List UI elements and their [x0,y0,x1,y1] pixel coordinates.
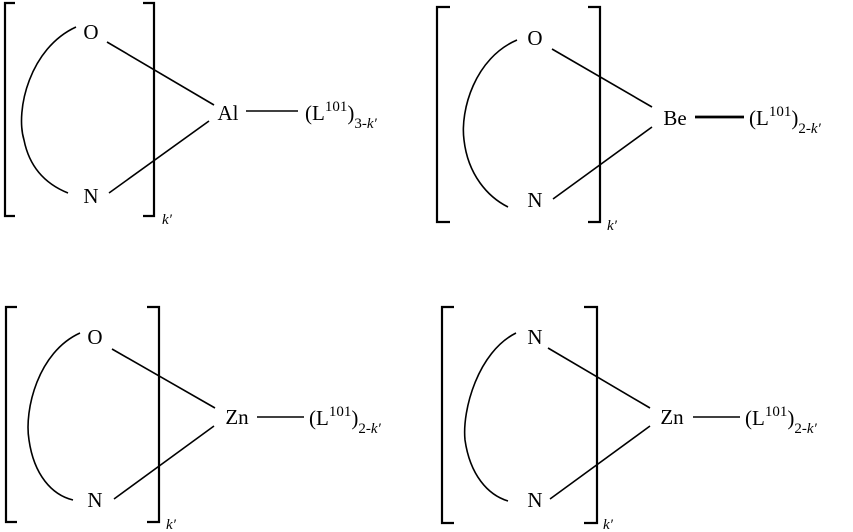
bond-top-to-metal [547,347,651,409]
left-bracket [440,305,454,525]
bond-bottom-to-metal [113,425,215,500]
donor-atom-bottom: N [83,184,98,208]
chelate-arc [27,332,81,501]
metal-atom: Zn [660,405,684,429]
chelate-arc [20,26,77,194]
metal-atom: Be [663,106,686,130]
chelate-arc [462,39,518,208]
bond-bottom-to-metal [552,126,653,200]
structure-be-complex: O N Be (L101)2-k′ k′ [435,5,821,234]
donor-atom-top: O [83,20,98,44]
bond-top-to-metal [111,348,216,409]
right-bracket [147,305,161,524]
metal-atom: Zn [225,405,249,429]
structure-zn-on-complex: O N Zn (L101)2-k′ k′ [4,305,381,532]
bond-bottom-to-metal [549,425,651,500]
donor-atom-bottom: N [527,488,542,512]
ancillary-ligand: (L101)2-k′ [745,404,817,437]
bond-top-to-metal [106,41,215,106]
bracket-subscript: k′ [162,212,173,228]
donor-atom-top: O [87,325,102,349]
metal-atom: Al [218,101,239,125]
left-bracket [3,1,15,218]
donor-atom-bottom: N [87,488,102,512]
left-bracket [4,305,17,524]
bond-top-to-metal [551,48,653,108]
bracket-subscript: k′ [603,517,614,532]
bond-bottom-to-metal [108,120,210,194]
left-bracket [435,5,450,224]
ancillary-ligand: (L101)3-k′ [305,99,377,132]
right-bracket [588,5,602,224]
right-bracket [584,305,599,525]
donor-atom-top: N [527,325,542,349]
donor-atom-top: O [527,26,542,50]
structure-al-complex: O N Al (L101)3-k′ k′ [3,1,377,228]
bracket-subscript: k′ [607,218,618,234]
donor-atom-bottom: N [527,188,542,212]
structure-zn-nn-complex: N N Zn (L101)2-k′ k′ [440,305,817,532]
ancillary-ligand: (L101)2-k′ [749,104,821,137]
right-bracket [143,1,156,218]
ancillary-ligand: (L101)2-k′ [309,404,381,437]
bracket-subscript: k′ [166,517,177,532]
chelate-arc [463,332,517,502]
